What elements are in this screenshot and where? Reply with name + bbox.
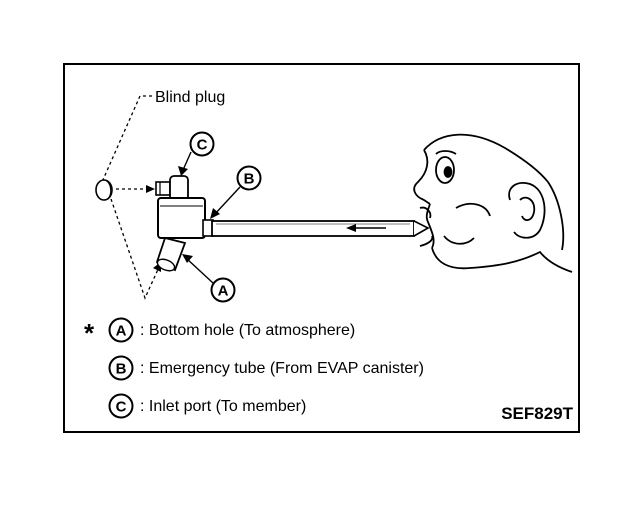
svg-text:B: B: [244, 171, 255, 188]
plug-to-bottom-arrow: [110, 198, 161, 300]
legend-item-a: A : Bottom hole (To atmosphere): [108, 317, 355, 343]
valve-body-icon: [155, 175, 214, 272]
legend-star: *: [84, 318, 95, 348]
svg-text:A: A: [116, 323, 127, 340]
svg-text:: Emergency tube (From EVAP ca: : Emergency tube (From EVAP canister): [140, 360, 424, 377]
svg-text:: Inlet port (To member): : Inlet port (To member): [140, 398, 306, 415]
plug-to-inlet-arrowhead: [146, 185, 155, 193]
figure-code: SEF829T: [501, 404, 573, 423]
figure-frame: [63, 63, 580, 433]
svg-text:: Bottom hole (To atmosphere): : Bottom hole (To atmosphere): [140, 322, 355, 339]
callout-c: C: [178, 131, 215, 176]
svg-text:C: C: [197, 137, 208, 154]
callout-b: B: [210, 165, 262, 219]
callout-a: A: [182, 254, 236, 303]
svg-text:C: C: [116, 399, 127, 416]
blind-plug-leader: [101, 95, 152, 183]
blind-plug-label: Blind plug: [155, 89, 225, 106]
tube-icon: [211, 220, 430, 237]
flow-arrow-icon: [346, 224, 386, 232]
svg-text:B: B: [116, 361, 127, 378]
legend-item-c: C : Inlet port (To member): [108, 393, 306, 419]
legend: * A : Bottom hole (To atmosphere) B : Em…: [84, 317, 424, 419]
legend-item-b: B : Emergency tube (From EVAP canister): [108, 355, 424, 381]
svg-text:A: A: [218, 283, 229, 300]
blind-plug-icon: [95, 179, 113, 201]
face-icon: [413, 133, 573, 273]
